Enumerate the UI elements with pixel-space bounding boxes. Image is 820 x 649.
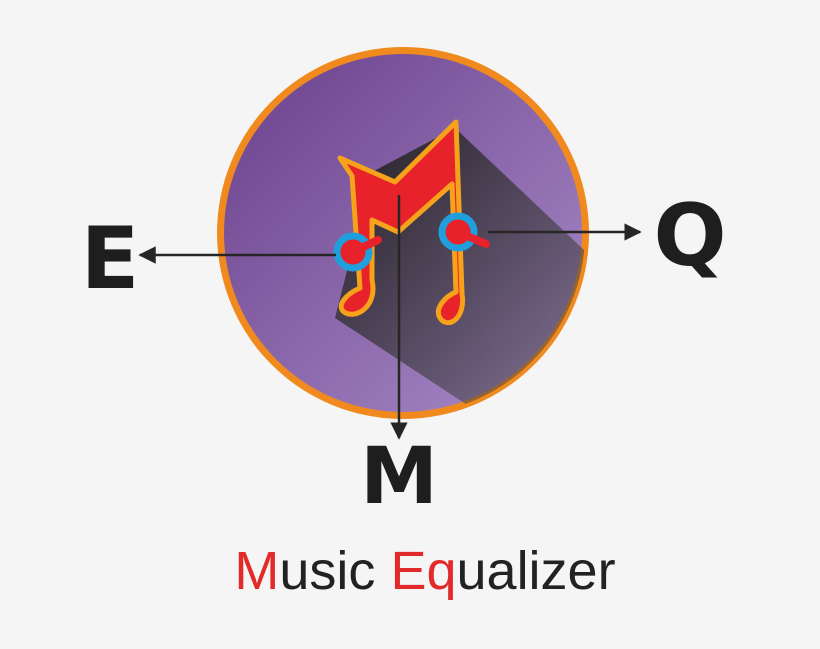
left-knob-icon bbox=[333, 232, 382, 272]
title-accent-m: M bbox=[234, 541, 280, 601]
logo-title: Music Equalizer bbox=[0, 540, 820, 602]
letter-e: E bbox=[81, 209, 140, 309]
title-rest-1: usic bbox=[279, 541, 391, 601]
letter-q: Q bbox=[653, 186, 726, 286]
letter-m: M bbox=[360, 432, 438, 522]
title-rest-2: ualizer bbox=[456, 541, 616, 601]
title-accent-eq: Eq bbox=[390, 541, 457, 601]
right-knob-icon bbox=[438, 212, 490, 252]
